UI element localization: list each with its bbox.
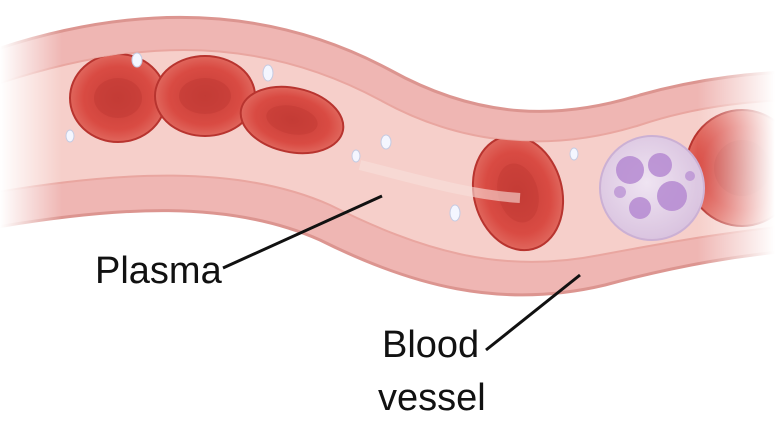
vessel-label-line1: Blood <box>382 324 479 366</box>
plasma-label: Plasma <box>95 250 223 292</box>
vessel-label-line2: vessel <box>378 377 486 419</box>
